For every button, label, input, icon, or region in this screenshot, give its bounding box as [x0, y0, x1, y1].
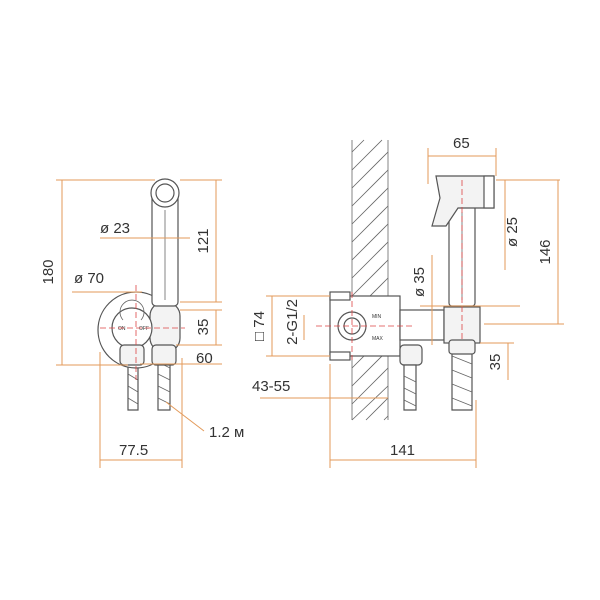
dim-thread: 2-G1/2: [284, 299, 301, 345]
left-spray-head-inner: [155, 183, 175, 203]
dim-d25: ø 25: [504, 217, 521, 247]
box-min-label: MIN: [372, 314, 382, 320]
left-view: ON OFF 180 ø 23 ø 70 121 35: [40, 178, 244, 468]
dim-77-5: 77.5: [119, 442, 148, 459]
dim-60: 60: [196, 350, 213, 367]
dim-35-left: 35: [195, 319, 212, 336]
dim-d23: ø 23: [100, 220, 130, 237]
dim-121: 121: [195, 228, 212, 253]
left-connector-b: [151, 344, 177, 366]
left-connector-a: [119, 344, 145, 366]
knob-off-label: OFF: [139, 326, 149, 332]
dim-146: 146: [537, 239, 554, 264]
wall-hatch: [351, 139, 389, 421]
dim-d70: ø 70: [74, 270, 104, 287]
dim-square-74: □ 74: [251, 311, 268, 341]
dim-35-right: 35: [487, 354, 504, 371]
dim-wall-depth: 43-55: [252, 378, 290, 395]
right-connector-a: [399, 344, 423, 366]
box-max-label: MAX: [372, 336, 384, 342]
dim-hose-length: 1.2 м: [209, 424, 244, 441]
right-view: MIN MAX 65 ø 25 146: [251, 135, 564, 468]
knob-on-label: ON: [118, 326, 126, 332]
dim-d35: ø 35: [411, 267, 428, 297]
dim-65: 65: [453, 135, 470, 152]
dim-141: 141: [390, 442, 415, 459]
dim-180: 180: [40, 259, 57, 284]
